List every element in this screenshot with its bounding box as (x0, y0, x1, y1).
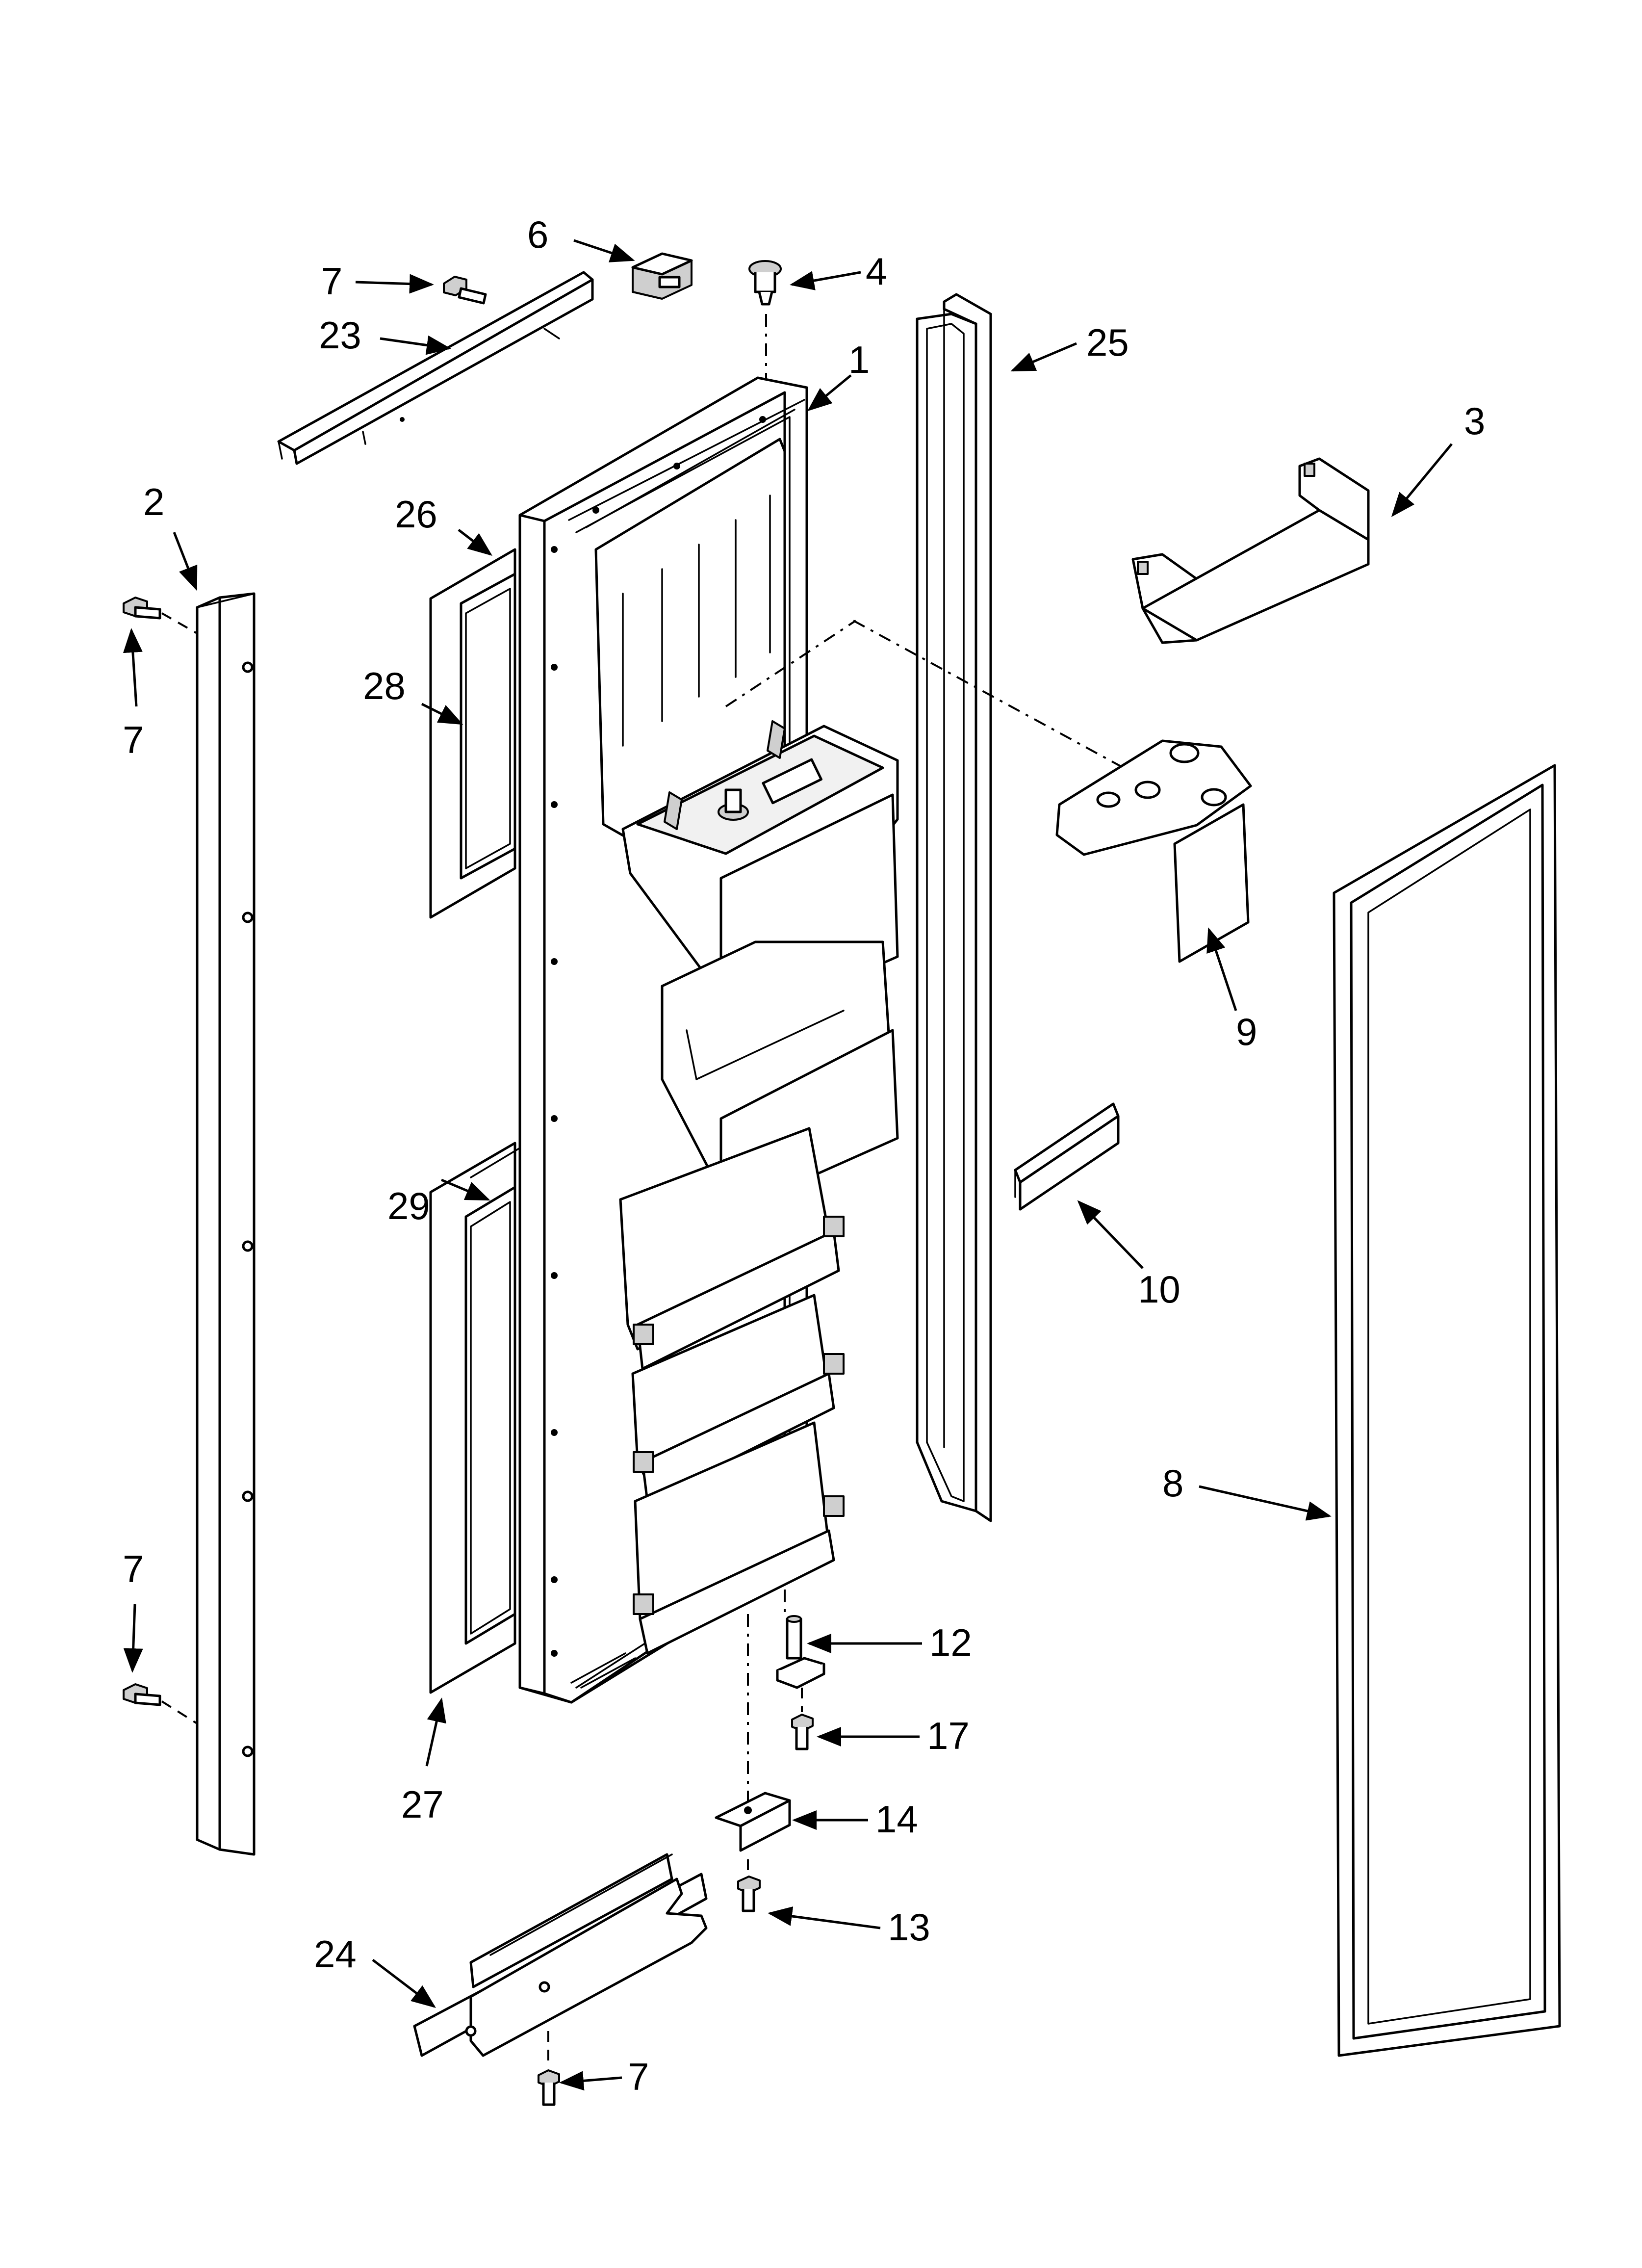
part-screw-13 (737, 1859, 761, 1912)
part-plug (748, 260, 782, 380)
callout-13: 13 (768, 1905, 930, 1949)
svg-text:27: 27 (401, 1783, 444, 1826)
part-clip (631, 252, 693, 300)
part-door-trim-left (196, 592, 256, 1856)
callout-7b: 7 (123, 628, 144, 761)
svg-text:14: 14 (875, 1798, 918, 1841)
part-tall-channel (916, 293, 992, 1522)
part-handle (1131, 457, 1370, 644)
svg-text:7: 7 (628, 2055, 649, 2098)
svg-text:10: 10 (1138, 1268, 1180, 1311)
svg-text:28: 28 (363, 664, 406, 707)
callout-28: 28 (363, 664, 463, 725)
callout-7a: 7 (321, 260, 434, 303)
part-screw-left-lower (123, 1683, 197, 1724)
callout-8: 8 (1162, 1461, 1332, 1521)
svg-text:2: 2 (143, 480, 164, 523)
svg-text:23: 23 (319, 313, 361, 357)
callout-7c: 7 (123, 1547, 144, 1673)
svg-text:8: 8 (1162, 1461, 1183, 1505)
svg-text:7: 7 (123, 1547, 144, 1590)
callout-4: 4 (790, 250, 887, 293)
svg-text:7: 7 (321, 260, 342, 303)
callout-7d: 7 (559, 2055, 649, 2098)
part-screw-bottom (538, 2031, 560, 2106)
svg-text:13: 13 (888, 1905, 930, 1949)
part-bottom-bracket (413, 1853, 708, 2057)
callout-1: 1 (807, 338, 870, 412)
callout-10: 10 (1077, 1200, 1180, 1311)
part-lower-panel (429, 1142, 521, 1694)
callout-14: 14 (792, 1798, 918, 1841)
svg-text:12: 12 (929, 1621, 972, 1664)
part-door-liner (518, 376, 899, 1704)
part-door-gasket (1333, 764, 1561, 2057)
part-upper-panel (429, 548, 516, 919)
part-small-rail (1014, 1102, 1120, 1211)
callout-29: 29 (387, 1178, 490, 1227)
svg-text:6: 6 (527, 213, 548, 256)
callout-17: 17 (817, 1714, 970, 1757)
callout-12: 12 (807, 1621, 972, 1664)
svg-text:26: 26 (395, 493, 437, 536)
part-hinge-plate (725, 620, 1252, 963)
callout-24: 24 (314, 1932, 436, 2008)
svg-text:3: 3 (1464, 399, 1485, 443)
callout-26: 26 (395, 493, 492, 556)
part-hinge-bracket (715, 1614, 791, 1852)
callout-9: 9 (1206, 927, 1257, 1053)
callout-6: 6 (527, 213, 635, 262)
svg-text:25: 25 (1086, 321, 1129, 364)
svg-text:1: 1 (848, 338, 870, 381)
callout-25: 25 (1010, 321, 1129, 372)
part-screw-17 (791, 1688, 814, 1750)
part-hinge-pin (776, 1590, 825, 1689)
svg-text:29: 29 (387, 1184, 430, 1227)
svg-text:17: 17 (927, 1714, 970, 1757)
svg-text:9: 9 (1236, 1010, 1257, 1053)
svg-text:24: 24 (314, 1932, 357, 1976)
callout-23: 23 (319, 313, 451, 357)
callout-2: 2 (143, 480, 198, 591)
part-top-bracket (277, 271, 594, 465)
svg-text:4: 4 (866, 250, 887, 293)
part-screw-top (443, 276, 487, 305)
svg-text:7: 7 (123, 718, 144, 761)
part-screw-left-upper (123, 597, 197, 634)
callout-27: 27 (401, 1697, 446, 1826)
callout-3: 3 (1391, 399, 1485, 517)
